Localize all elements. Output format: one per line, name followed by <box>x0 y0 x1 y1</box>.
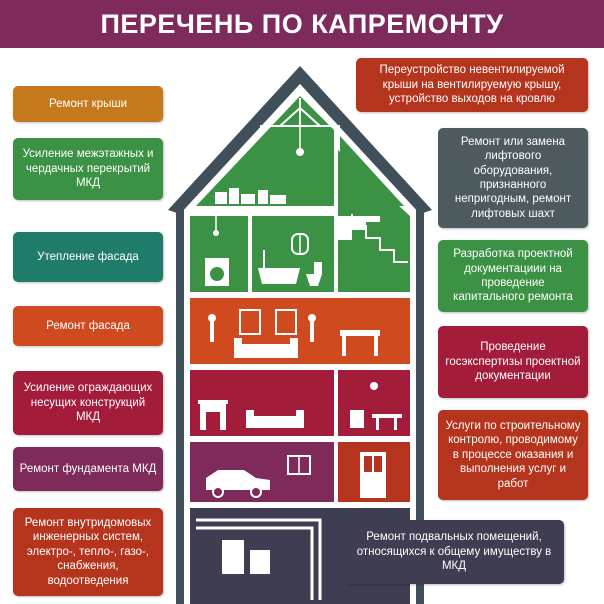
project-docs-box: Разработка проектной документациии на пр… <box>438 240 588 312</box>
facade-repair-box: Ремонт фасада <box>13 306 163 346</box>
foundation-repair-label: Ремонт фундамента МКД <box>19 462 157 475</box>
washing-machine-icon <box>205 216 229 286</box>
facade-insulation-label: Утепление фасада <box>37 250 139 263</box>
bathtub-icon <box>258 250 300 284</box>
project-docs-label: Разработка проектной документациии на пр… <box>453 248 573 304</box>
facade-insulation-box: Утепление фасада <box>13 232 163 282</box>
floor-reinforcement-box: Усиление межэтажных и чердачных перекрыт… <box>13 138 163 200</box>
state-expertise-box: Проведение госэкспертизы проектной докум… <box>438 326 588 398</box>
window-icon <box>287 455 311 475</box>
window-icon <box>291 233 309 255</box>
window-icon <box>239 309 297 335</box>
state-expertise-label: Проведение госэкспертизы проектной докум… <box>445 341 581 383</box>
construction-control-label: Услуги по строительному контролю, провод… <box>445 420 581 490</box>
basement-repair-box: Ремонт подвальных помещений, относящихся… <box>344 520 564 584</box>
engineering-systems-label: Ремонт внутридомовых инженерных систем, … <box>24 517 152 587</box>
sofa-icon <box>246 410 304 428</box>
structure-reinforcement-box: Усиление ограждающих несущих конструкций… <box>13 371 163 435</box>
engineering-systems-box: Ремонт внутридомовых инженерных систем, … <box>13 508 163 596</box>
floor-reinforcement-label: Усиление межэтажных и чердачных перекрыт… <box>22 148 154 190</box>
page-title: ПЕРЕЧЕНЬ ПО КАПРЕМОНТУ <box>100 8 504 39</box>
elevator-repair-box: Ремонт или замена лифтового оборудования… <box>438 128 588 228</box>
sofa-icon <box>234 338 298 358</box>
roof-repair-box: Ремонт крыши <box>13 86 163 122</box>
toilet-icon <box>306 262 322 286</box>
elevator-repair-label: Ремонт или замена лифтового оборудования… <box>454 135 572 220</box>
fireplace-icon <box>198 400 228 430</box>
lamp-icon <box>296 126 304 156</box>
car-icon <box>206 470 270 498</box>
roof-ventilation-box: Переустройство невентилируемой крыши на … <box>356 58 588 112</box>
boiler-icon <box>222 540 270 574</box>
roof-repair-label: Ремонт крыши <box>48 97 128 110</box>
roof-ventilation-label: Переустройство невентилируемой крыши на … <box>379 64 565 106</box>
construction-control-box: Услуги по строительному контролю, провод… <box>438 410 588 500</box>
structure-reinforcement-label: Усиление ограждающих несущих конструкций… <box>23 382 153 424</box>
foundation-repair-box: Ремонт фундамента МКД <box>13 447 163 491</box>
facade-repair-label: Ремонт фасада <box>46 319 130 332</box>
basement-repair-label: Ремонт подвальных помещений, относящихся… <box>356 531 552 573</box>
stairs-icon <box>338 150 410 292</box>
door-icon <box>360 452 386 498</box>
header-banner: ПЕРЕЧЕНЬ ПО КАПРЕМОНТУ <box>0 0 604 48</box>
